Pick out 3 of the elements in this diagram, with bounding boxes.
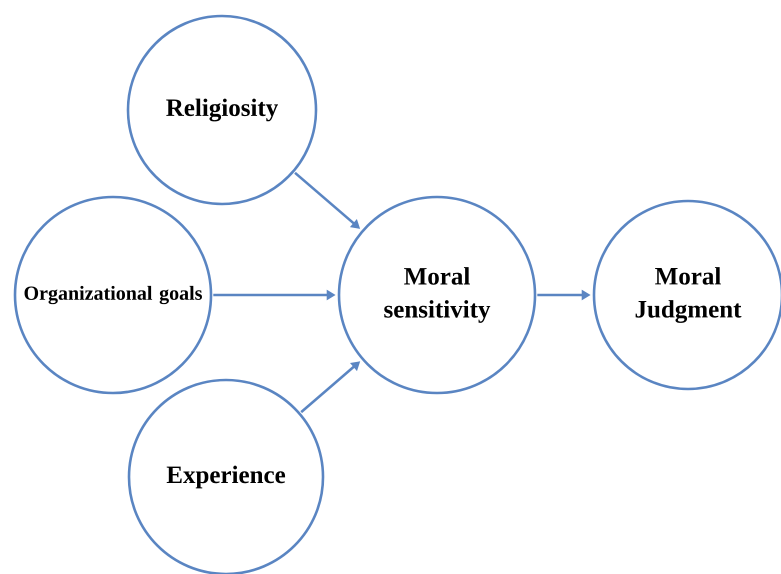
- circle-node: Organizational goals: [14, 196, 212, 394]
- circle-node: Religiosity: [126, 14, 318, 206]
- circle-node: Moral sensitivity: [338, 196, 536, 394]
